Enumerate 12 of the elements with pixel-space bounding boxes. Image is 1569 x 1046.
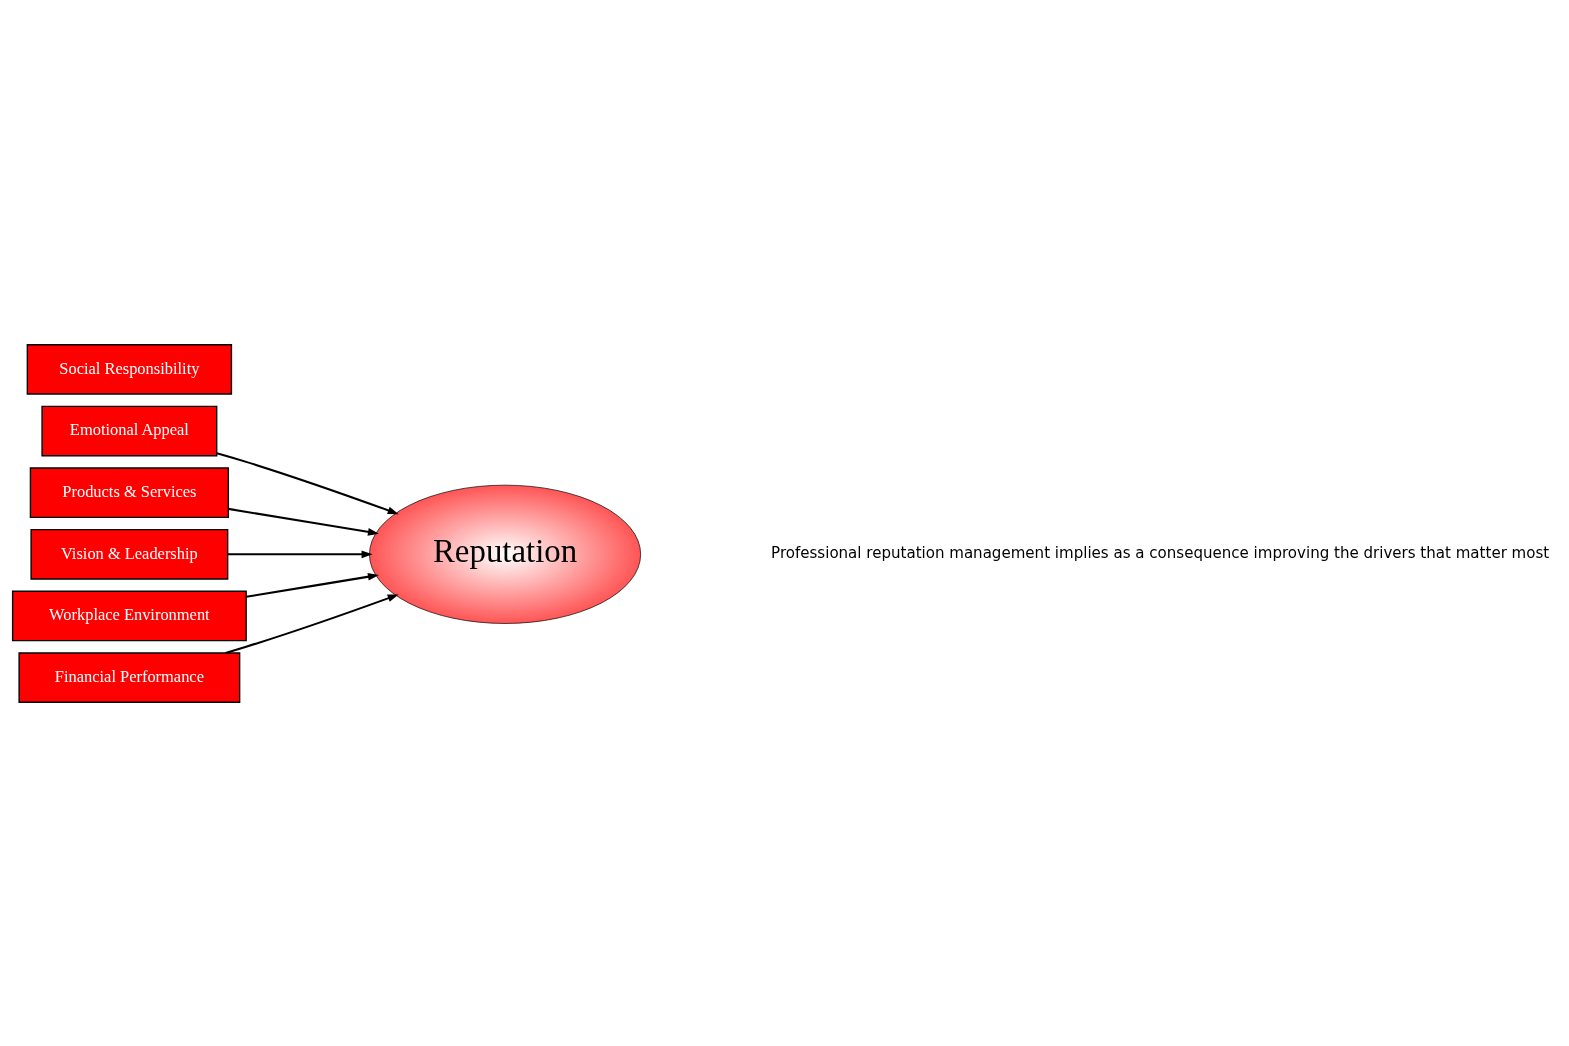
arrow — [227, 549, 373, 558]
node-box: Social Responsibility — [26, 343, 233, 395]
arrow — [225, 593, 399, 654]
node-box: Products & Services — [29, 466, 230, 518]
node-box: Vision & Leadership — [30, 528, 229, 580]
arrow — [228, 507, 379, 536]
node-box: Financial Performance — [18, 651, 241, 703]
arrow — [216, 451, 399, 514]
label: Professional reputation management implies as a consequence improving the drivers that matter most — [771, 543, 1550, 562]
node-box: Emotional Appeal — [41, 405, 218, 456]
node-box: Workplace Environment — [11, 590, 247, 641]
arrow — [246, 572, 379, 598]
